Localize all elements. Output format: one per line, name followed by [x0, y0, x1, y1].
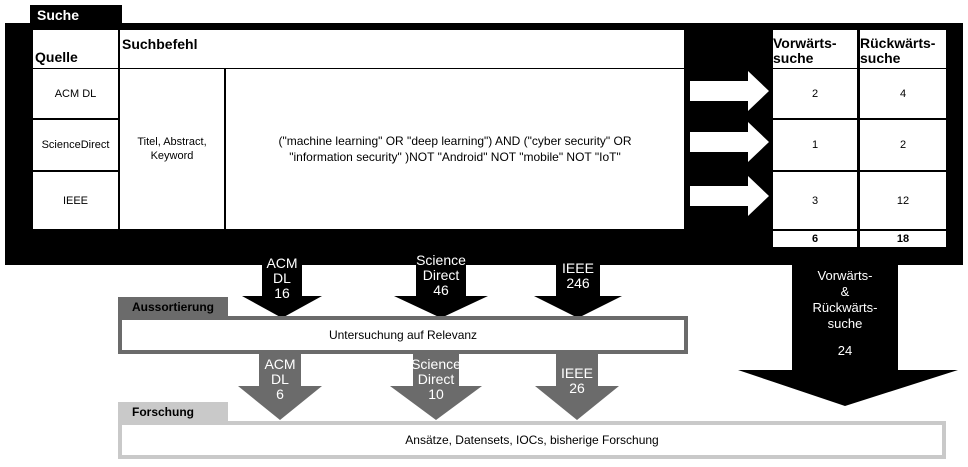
header-forward: Vorwärts-suche	[773, 30, 857, 68]
query-string: ("machine learning" OR "deep learning") …	[226, 69, 684, 229]
backward-count: 4	[860, 69, 946, 118]
backward-total: 18	[860, 231, 946, 247]
down-arrow-icon	[390, 352, 482, 420]
down-arrow-icon	[535, 352, 619, 420]
forward-count: 2	[773, 69, 857, 118]
source-cell: ACM DL	[33, 69, 118, 118]
big-down-arrow-icon	[738, 262, 958, 406]
search-fields: Titel, Abstract, Keyword	[120, 69, 224, 229]
backward-count: 2	[860, 120, 946, 170]
research-tab: Forschung	[118, 402, 228, 422]
suche-tab	[30, 5, 122, 27]
forward-count: 3	[773, 172, 857, 229]
research-box: Ansätze, Datensets, IOCs, bisherige Fors…	[118, 421, 946, 459]
forward-count: 1	[773, 120, 857, 170]
down-arrow-icon	[242, 262, 322, 318]
forward-total: 6	[773, 231, 857, 247]
backward-count: 12	[860, 172, 946, 229]
down-arrow-icon	[394, 262, 488, 318]
suche-tab-label: Suche	[37, 7, 80, 23]
header-query: Suchbefehl	[120, 30, 684, 68]
down-arrow-icon	[534, 262, 622, 318]
right-arrow-icon	[690, 176, 769, 216]
down-arrow-icon	[238, 352, 322, 420]
header-backward: Rückwärts-suche	[860, 30, 946, 68]
header-source: Quelle	[33, 30, 118, 68]
right-arrow-icon	[690, 122, 769, 162]
big-arrow-label: Vorwärts- & Rückwärts- suche 24	[812, 268, 878, 358]
right-arrow-icon	[690, 71, 769, 111]
assortment-tab: Aussortierung	[118, 297, 228, 317]
source-cell: IEEE	[33, 172, 118, 229]
source-cell: ScienceDirect	[33, 120, 118, 170]
assortment-box: Untersuchung auf Relevanz	[118, 316, 688, 354]
